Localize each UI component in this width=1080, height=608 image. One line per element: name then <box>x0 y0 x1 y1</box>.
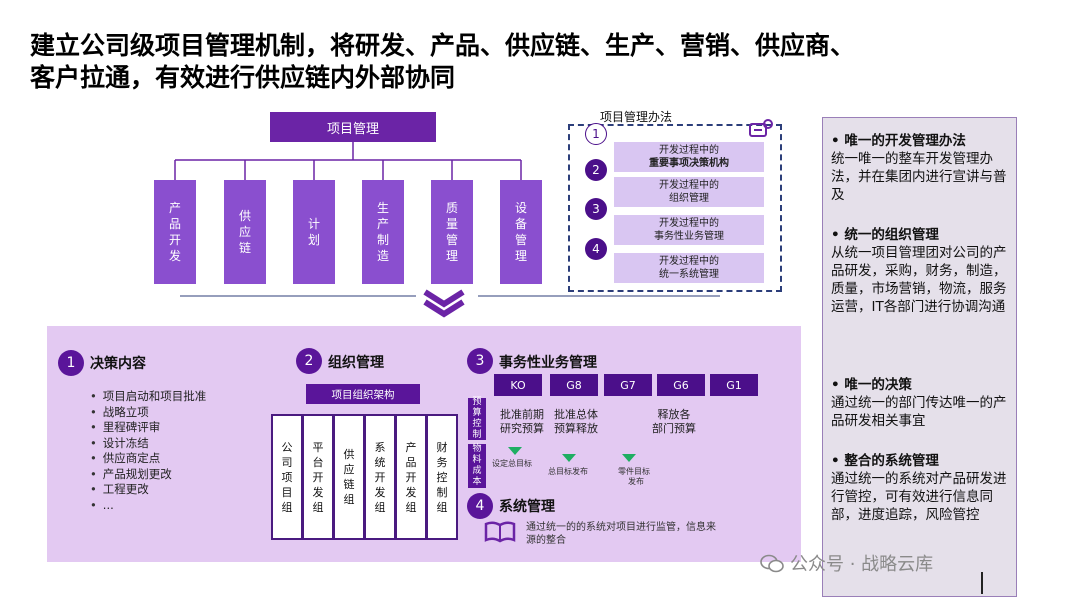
material-item-1: 设定总目标 <box>492 459 532 468</box>
budget-tag: 预算控制 <box>468 397 486 440</box>
org-group-system: 系统开发组 <box>364 414 396 540</box>
material-item-3: 零件目标 <box>618 467 650 476</box>
org-mgmt-title: 组织管理 <box>328 355 384 371</box>
org-group-product: 产品开发组 <box>395 414 427 540</box>
gate-g1: G1 <box>710 374 758 396</box>
decision-title: 决策内容 <box>90 356 146 372</box>
method-num-3: 3 <box>585 198 607 220</box>
list-item: 供应商定点 <box>90 451 206 467</box>
org-group-platform: 平台开发组 <box>302 414 334 540</box>
branch-supply-chain: 供应链 <box>224 180 266 284</box>
branch-planning: 计划 <box>293 180 335 284</box>
branch-quality: 质量管理 <box>431 180 473 284</box>
affairs-title: 事务性业务管理 <box>499 355 597 371</box>
method-frame <box>568 124 782 292</box>
budget-item-2: 批准总体预算释放 <box>554 408 598 435</box>
list-item: 设计冻结 <box>90 436 206 452</box>
gate-g8: G8 <box>550 374 598 396</box>
material-tag: 物料成本 <box>468 444 486 488</box>
branch-production: 生产制造 <box>362 180 404 284</box>
list-item: 产品规划更改 <box>90 467 206 483</box>
org-group-supply: 供应链组 <box>333 414 365 540</box>
summary-decision: • 唯一的决策通过统一的部门传达唯一的产品研发相关事宜 <box>831 377 1007 429</box>
title-line-1: 建立公司级项目管理机制，将研发、产品、供应链、生产、营销、供应商、 <box>30 31 856 60</box>
decision-list: 项目启动和项目批准 战略立项 里程碑评审 设计冻结 供应商定点 产品规划更改 工… <box>90 389 207 514</box>
system-desc: 通过统一的的系统对项目进行监管，信息来源的整合 <box>526 522 716 546</box>
text-cursor <box>981 572 983 594</box>
material-item-2: 总目标发布 <box>548 467 588 476</box>
summary-system: • 整合的系统管理通过统一的系统对产品研发进行管控，可有效进行信息同部，进度追踪… <box>831 453 1007 523</box>
marker-part-target <box>622 454 636 462</box>
affairs-num: 3 <box>467 348 493 374</box>
decision-num: 1 <box>58 350 84 376</box>
method-item-2: 开发过程中的组织管理 <box>614 177 764 207</box>
gate-g7: G7 <box>604 374 652 396</box>
material-item-4: 发布 <box>628 477 644 486</box>
budget-item-1: 批准前期研究预算 <box>500 408 544 435</box>
list-item: 战略立项 <box>90 405 206 421</box>
method-item-4: 开发过程中的统一系统管理 <box>614 253 764 283</box>
list-item: 里程碑评审 <box>90 420 206 436</box>
list-item: 工程更改 <box>90 482 206 498</box>
org-structure-head: 项目组织架构 <box>306 384 420 404</box>
org-mgmt-num: 2 <box>296 348 322 374</box>
org-group-company: 公司项目组 <box>271 414 303 540</box>
branch-equipment: 设备管理 <box>500 180 542 284</box>
summary-sidebar: • 唯一的开发管理办法统一唯一的整车开发管理办法，并在集团内进行宣讲与普及 • … <box>822 117 1017 597</box>
handshake-icon <box>749 119 773 137</box>
method-item-1: 开发过程中的重要事项决策机构 <box>614 142 764 172</box>
watermark: 公众号 · 战略云库 <box>760 550 933 576</box>
method-num-1: 1 <box>585 123 607 145</box>
marker-target-release <box>562 454 576 462</box>
system-title: 系统管理 <box>499 499 555 515</box>
wechat-icon <box>760 554 784 573</box>
summary-dev-method: • 唯一的开发管理办法统一唯一的整车开发管理办法，并在集团内进行宣讲与普及 <box>831 133 1007 203</box>
slide-title: 建立公司级项目管理机制，将研发、产品、供应链、生产、营销、供应商、 客户拉通，有… <box>30 30 1070 94</box>
budget-item-3: 释放各部门预算 <box>652 408 696 435</box>
org-group-finance: 财务控制组 <box>426 414 458 540</box>
list-item: 项目启动和项目批准 <box>90 389 207 405</box>
marker-target-set <box>508 447 522 455</box>
title-line-2: 客户拉通，有效进行供应链内外部协同 <box>30 63 456 92</box>
method-title: 项目管理办法 <box>600 110 673 124</box>
branch-product-dev: 产品开发 <box>154 180 196 284</box>
system-num: 4 <box>467 493 493 519</box>
project-management-root: 项目管理 <box>270 112 436 142</box>
book-icon <box>484 521 516 543</box>
list-item: ... <box>90 498 206 514</box>
summary-org-mgmt: • 统一的组织管理从统一项目管理团对公司的产品研发，采购，财务，制造，质量，市场… <box>831 227 1007 315</box>
gate-ko: KO <box>494 374 542 396</box>
gate-g6: G6 <box>657 374 705 396</box>
method-num-4: 4 <box>585 238 607 260</box>
method-item-3: 开发过程中的事务性业务管理 <box>614 215 764 245</box>
method-num-2: 2 <box>585 159 607 181</box>
